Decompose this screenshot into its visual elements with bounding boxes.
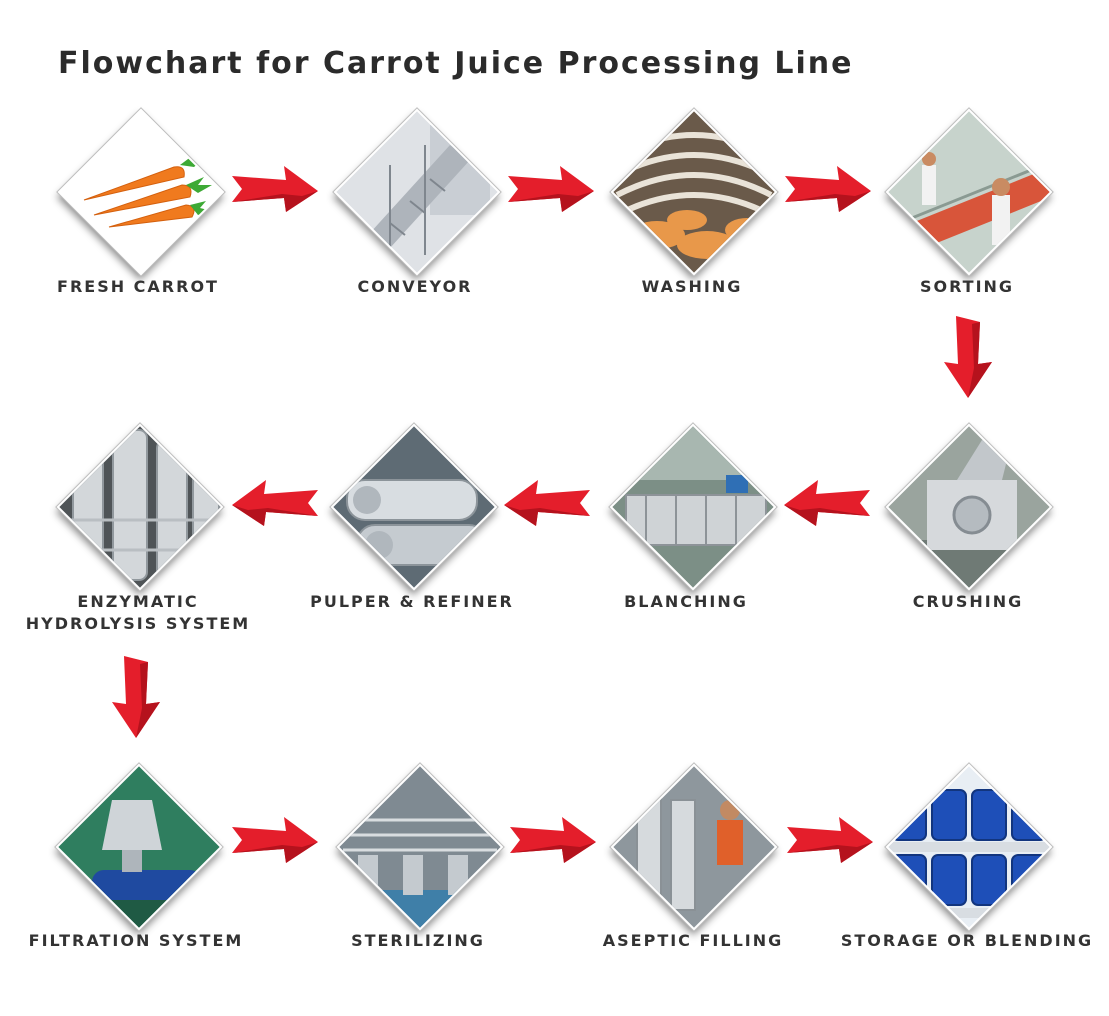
arrow-left-icon: [504, 480, 590, 526]
step-storage-blending: [882, 760, 1053, 931]
page-title: Flowchart for Carrot Juice Processing Li…: [58, 46, 854, 81]
step-blanching: [606, 420, 777, 591]
arrow-left-icon: [784, 480, 870, 526]
carrot-photo: [57, 108, 225, 276]
step-label: BLANCHING: [624, 592, 748, 611]
step-label: STERILIZING: [351, 931, 485, 950]
filler-photo: [610, 763, 778, 931]
sterilizer-photo: [336, 763, 504, 931]
arrow-left-icon: [232, 480, 318, 526]
arrow-right-icon: [510, 817, 596, 863]
arrow-right-icon: [787, 817, 873, 863]
step-label: STORAGE OR BLENDING: [840, 931, 1094, 950]
step-washing: [607, 105, 778, 276]
step-label: ENZYMATIC HYDROLYSIS SYSTEM: [25, 592, 251, 633]
arrow-right-icon: [508, 166, 594, 212]
pulper-photo: [330, 423, 498, 591]
tanks-photo: [56, 423, 224, 591]
step-enzymatic-hydrolysis: [53, 420, 224, 591]
step-label: SORTING: [919, 277, 1015, 296]
step-label: WASHING: [641, 277, 743, 296]
arrow-right-icon: [232, 166, 318, 212]
blancher-photo: [609, 423, 777, 591]
step-fresh-carrot: [54, 105, 225, 276]
washing-photo: [610, 108, 778, 276]
step-label: ASEPTIC FILLING: [602, 931, 784, 950]
conveyor-photo: [333, 108, 501, 276]
centrifuge-photo: [55, 763, 223, 931]
step-label: CRUSHING: [912, 592, 1024, 611]
step-label: PULPER & REFINER: [310, 592, 514, 611]
crusher-photo: [885, 423, 1053, 591]
arrow-right-icon: [785, 166, 871, 212]
step-label: FRESH CARROT: [57, 277, 219, 296]
drums-photo: [885, 763, 1053, 931]
step-conveyor: [330, 105, 501, 276]
arrow-down-icon: [112, 656, 160, 738]
step-sterilizing: [333, 760, 504, 931]
step-crushing: [882, 420, 1053, 591]
arrow-right-icon: [232, 817, 318, 863]
step-pulper-refiner: [327, 420, 498, 591]
step-label: FILTRATION SYSTEM: [28, 931, 244, 950]
step-filtration-system: [52, 760, 223, 931]
step-sorting: [882, 105, 1053, 276]
sorting-photo: [885, 108, 1053, 276]
step-label: CONVEYOR: [357, 277, 473, 296]
arrow-down-icon: [944, 316, 992, 398]
step-aseptic-filling: [607, 760, 778, 931]
